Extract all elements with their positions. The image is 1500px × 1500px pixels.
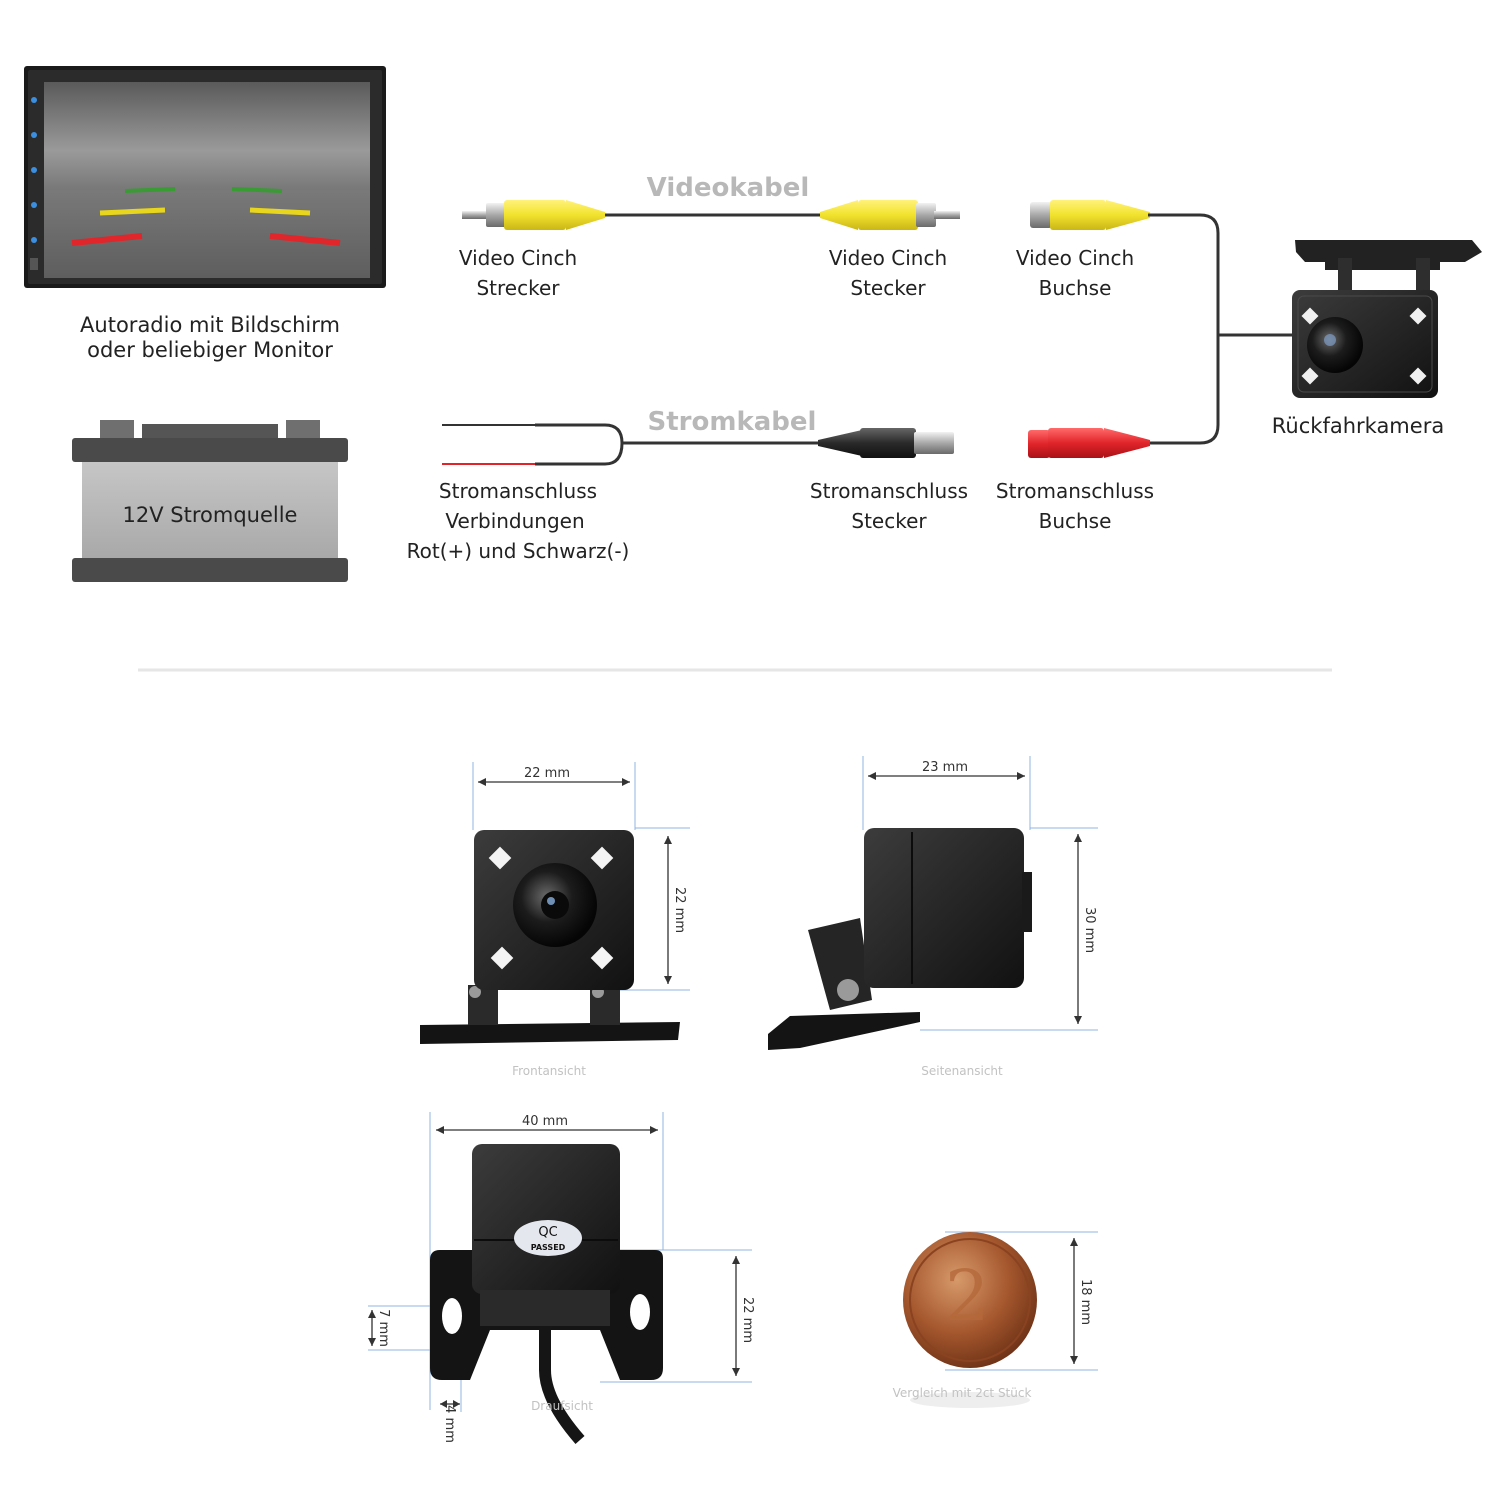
power-socket	[1028, 428, 1150, 458]
top-view-caption: Draufsicht	[531, 1399, 593, 1413]
camera-side-view	[768, 828, 1032, 1050]
front-height-label: 22 mm	[672, 887, 687, 933]
monitor-side-buttons	[30, 97, 38, 270]
car-radio-monitor	[24, 66, 386, 288]
power-cable-title: Stromkabel	[648, 407, 817, 437]
video-rca-plug-left	[462, 200, 605, 230]
video-plug-left-label-line1: Video Cinch	[459, 246, 577, 270]
side-height-label: 30 mm	[1082, 907, 1097, 953]
coin-2ct-icon: 2	[903, 1232, 1037, 1408]
power-socket-label-line1: Stromanschluss	[996, 479, 1154, 503]
power-leads-label-line3: Rot(+) und Schwarz(-)	[407, 539, 630, 563]
power-plug-label-line1: Stromanschluss	[810, 479, 968, 503]
battery-label: 12V Stromquelle	[123, 503, 298, 527]
qc-badge-line1: QC	[538, 1225, 557, 1240]
monitor-label-line1: Autoradio mit Bildschirm	[80, 313, 340, 337]
coin-height-label: 18 mm	[1078, 1279, 1093, 1325]
power-leads-label-line1: Stromanschluss	[439, 479, 597, 503]
camera-top-view: QC PASSED	[430, 1144, 663, 1444]
camera-cable-loop	[1148, 213, 1220, 445]
side-view-caption: Seitenansicht	[921, 1064, 1003, 1078]
top-hole-label: 7 mm	[376, 1309, 391, 1347]
coin-guides	[945, 1231, 1098, 1371]
video-plug-right-label-line1: Video Cinch	[829, 246, 947, 270]
power-plug-label-line2: Stecker	[851, 509, 927, 533]
power-plug	[818, 428, 954, 458]
parking-guide-lines	[71, 187, 341, 246]
top-height-label: 22 mm	[740, 1297, 755, 1343]
video-rca-plug-right	[820, 200, 960, 230]
battery-icon	[72, 420, 348, 582]
video-plug-left-label-line2: Strecker	[476, 276, 560, 300]
coin-caption: Vergleich mit 2ct Stück	[893, 1386, 1032, 1400]
side-width-label: 23 mm	[922, 760, 968, 775]
video-socket-label-line2: Buchse	[1039, 276, 1112, 300]
video-rca-socket	[1030, 200, 1150, 230]
monitor-label-line2: oder beliebiger Monitor	[87, 338, 333, 362]
power-leads-label-line2: Verbindungen	[445, 509, 584, 533]
power-leads	[442, 423, 624, 466]
svg-text:2: 2	[945, 1255, 990, 1337]
camera-label: Rückfahrkamera	[1272, 414, 1444, 438]
video-cable-title: Videokabel	[647, 173, 810, 203]
side-view-guides	[862, 756, 1098, 1031]
video-plug-right-label-line2: Stecker	[850, 276, 926, 300]
front-width-label: 22 mm	[524, 766, 570, 781]
video-socket-label-line1: Video Cinch	[1016, 246, 1134, 270]
front-view-caption: Frontansicht	[512, 1064, 586, 1078]
camera-front-view	[420, 830, 680, 1044]
qc-badge-line2: PASSED	[531, 1243, 566, 1252]
reversing-camera	[1292, 240, 1482, 398]
top-edge-label: 4 mm	[442, 1405, 457, 1443]
power-socket-label-line2: Buchse	[1039, 509, 1112, 533]
top-width-label: 40 mm	[522, 1114, 568, 1129]
